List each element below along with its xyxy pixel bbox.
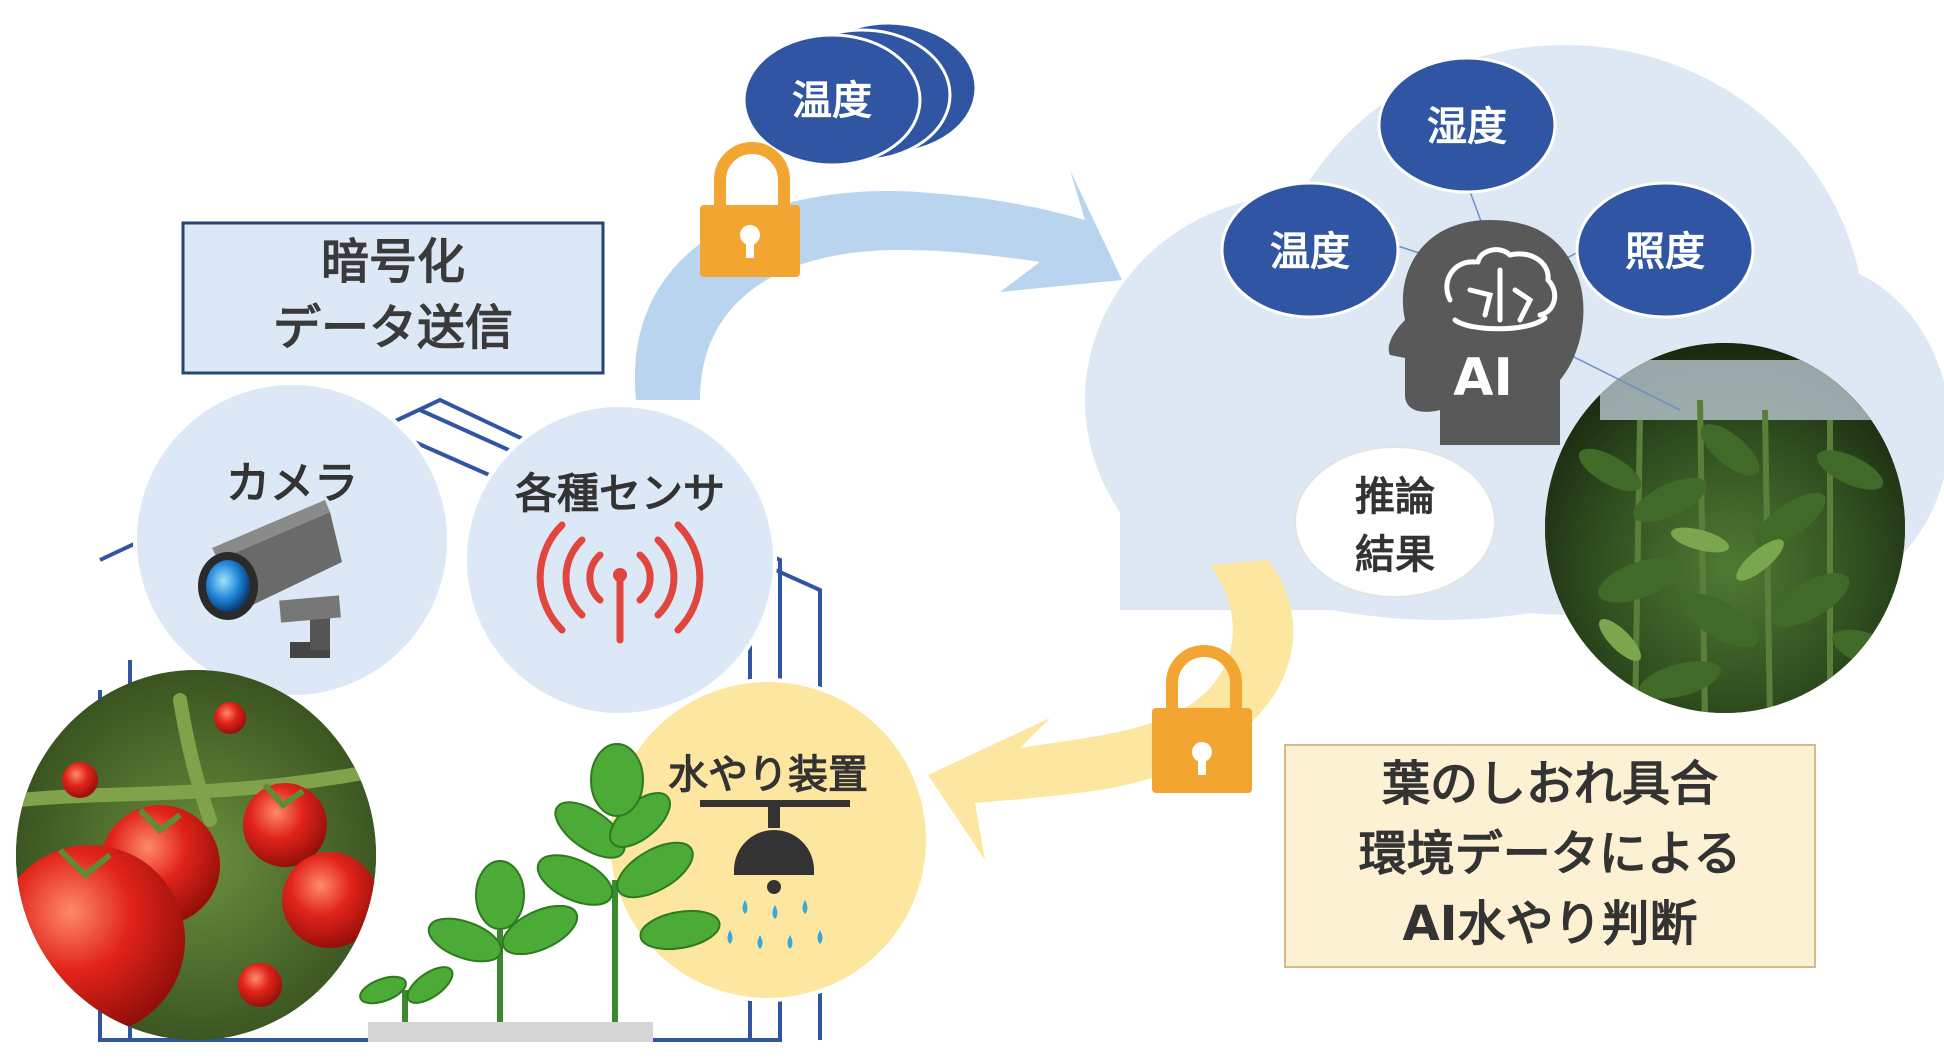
sending-data-stack: 温度 <box>742 21 978 167</box>
tomato-photo <box>16 670 376 1040</box>
decision-line2: 環境データによる <box>1359 826 1742 882</box>
cloud-illuminance-label: 照度 <box>1625 229 1705 275</box>
encrypted-send-line1: 暗号化 <box>321 234 465 290</box>
decision-line1: 葉のしおれ具合 <box>1381 756 1718 812</box>
watering-device: 水やり装置 <box>606 678 930 1002</box>
cloud-temperature-label: 温度 <box>1270 229 1350 275</box>
camera-label: カメラ <box>226 458 358 509</box>
send-data-arrow <box>634 170 1122 400</box>
ai-label: AI <box>1453 348 1513 408</box>
cloud-humidity-label: 湿度 <box>1427 104 1507 150</box>
encrypted-send-box: 暗号化 データ送信 <box>181 221 605 375</box>
return-result-arrow <box>928 560 1294 860</box>
wireless-signal-icon <box>536 521 704 644</box>
seedlings-illustration <box>359 743 721 1042</box>
inference-result-bubble: 推論 結果 <box>1294 446 1496 598</box>
greenhouse-plant-photo <box>1545 343 1905 713</box>
inference-line2: 結果 <box>1355 532 1435 578</box>
decision-line3: AI水やり判断 <box>1402 896 1697 952</box>
encrypted-send-line2: データ送信 <box>273 300 513 356</box>
ai-watering-decision-box: 葉のしおれ具合 環境データによる AI水やり判断 <box>1284 744 1816 968</box>
sensor-device: 各種センサ <box>463 403 777 717</box>
cloud-temperature-bubble: 温度 <box>1220 181 1400 319</box>
watering-label: 水やり装置 <box>668 752 868 798</box>
cloud-humidity-bubble: 湿度 <box>1377 56 1557 194</box>
inference-line1: 推論 <box>1355 474 1435 520</box>
sending-temperature-label: 温度 <box>792 78 872 124</box>
padlock-icon <box>700 142 800 277</box>
shower-head-icon <box>700 800 850 949</box>
sensor-label: 各種センサ <box>515 469 725 518</box>
security-camera-icon <box>198 500 342 658</box>
camera-device: カメラ <box>133 381 451 699</box>
cloud-illuminance-bubble: 照度 <box>1575 181 1755 319</box>
padlock-icon <box>1152 645 1252 793</box>
ai-head-icon: AI <box>1388 169 1681 445</box>
